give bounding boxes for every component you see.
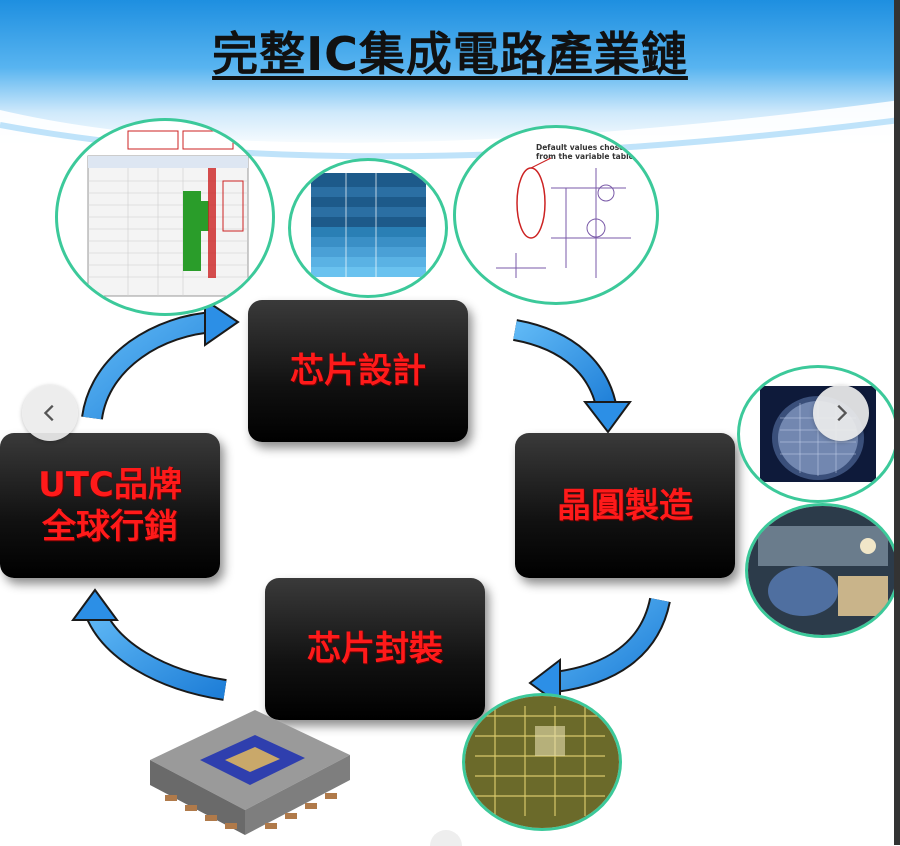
- box-chip-design-label: 芯片設計: [290, 351, 426, 391]
- parameter-table-illustration: [311, 173, 426, 277]
- box-chip-design: 芯片設計: [248, 300, 468, 442]
- spreadsheet-illustration: [87, 130, 249, 297]
- arrow-package-to-brand: [71, 588, 227, 701]
- circle-pcb-image: [462, 693, 622, 831]
- wafer-illustration: [760, 386, 876, 482]
- carousel-prev-button[interactable]: [22, 385, 78, 441]
- window-edge: [894, 0, 900, 845]
- carousel-expand-button[interactable]: [430, 830, 462, 846]
- circle-wafer-image: [737, 365, 899, 503]
- schematic-note: Default values chosen from the variable …: [536, 143, 634, 161]
- ic-package-illustration: [150, 710, 350, 835]
- circle-parameter-table-image: [288, 158, 448, 298]
- box-package-label: 芯片封裝: [307, 629, 443, 669]
- chevron-right-icon: [837, 404, 848, 422]
- arrow-brand-to-design: [81, 298, 240, 421]
- circle-schematic-image: Default values chosen from the variable …: [453, 125, 659, 305]
- circuit-schematic-illustration: Default values chosen from the variable …: [496, 143, 634, 278]
- page-title: 完整IC集成電路產業鏈: [212, 27, 688, 81]
- arrow-wafer-to-package: [528, 597, 671, 707]
- circle-fab-equipment-image: [745, 503, 900, 638]
- box-chip-packaging: 芯片封裝: [265, 578, 485, 720]
- box-wafer-label: 晶圓製造: [557, 485, 693, 526]
- carousel-next-button[interactable]: [813, 385, 869, 441]
- chevron-left-icon: [43, 404, 54, 422]
- fab-equipment-illustration: [748, 506, 897, 635]
- box-utc-brand-marketing: UTC品牌 全球行銷: [0, 433, 220, 578]
- box-brand-label: UTC品牌 全球行銷: [38, 464, 182, 547]
- pcb-die-illustration: [465, 696, 619, 828]
- box-wafer-manufacturing: 晶圓製造: [515, 433, 735, 578]
- arrow-design-to-wafer: [512, 319, 632, 434]
- circle-spreadsheet-image: [55, 118, 275, 316]
